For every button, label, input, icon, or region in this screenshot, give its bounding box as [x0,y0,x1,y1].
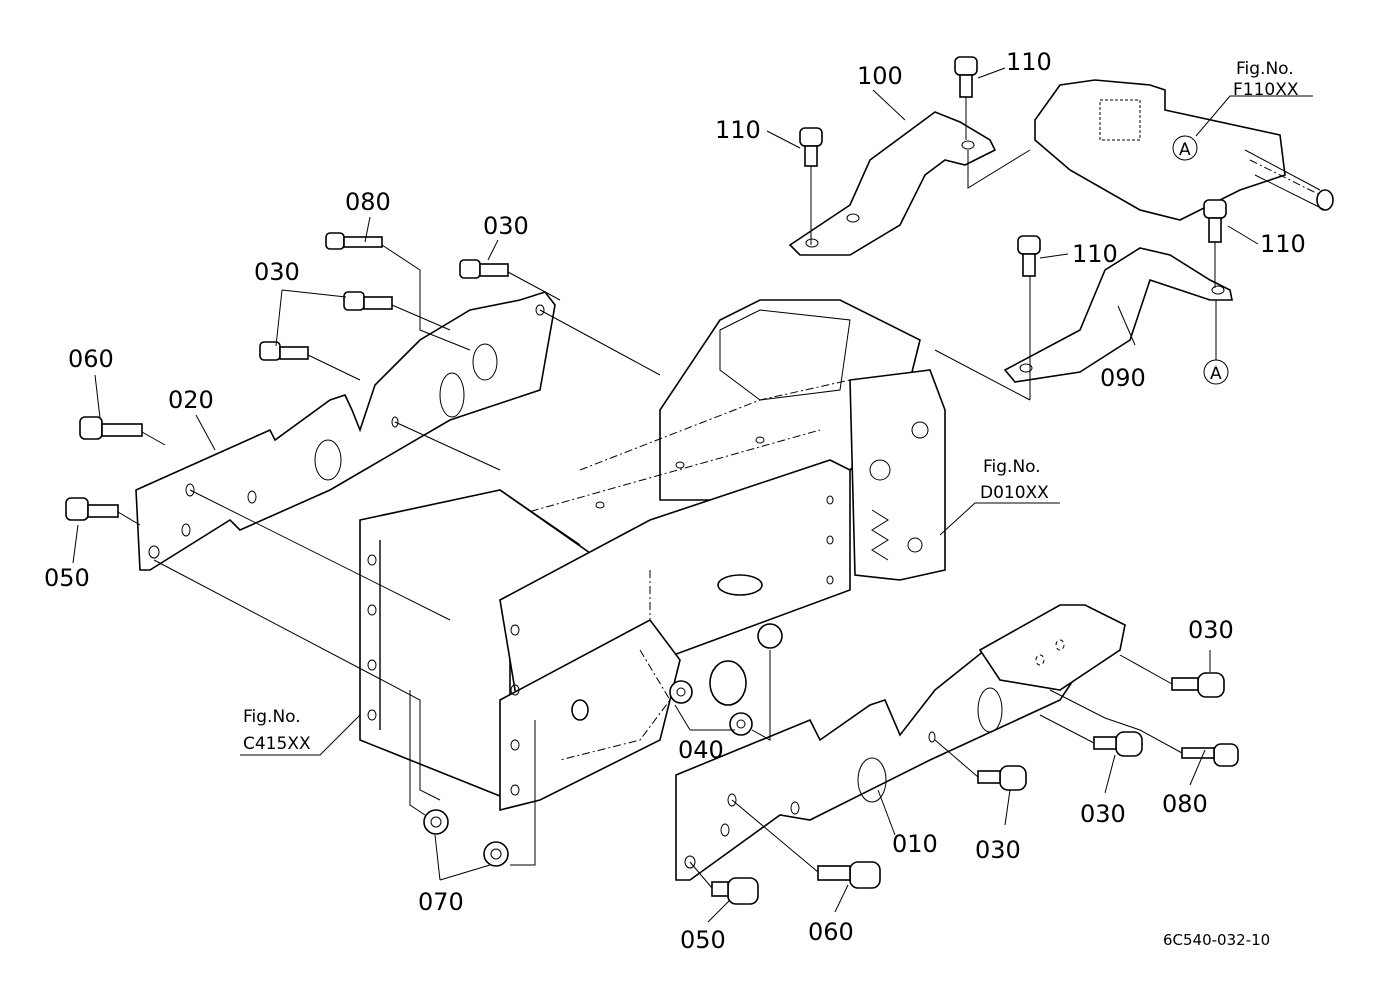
bolt-030-right-3 [977,765,1027,791]
fig-ref-d010: Fig.No. D010XX [980,457,1049,503]
svg-text:D010XX: D010XX [980,483,1049,503]
label-050: 050 [44,564,90,592]
label-020: 020 [168,386,214,414]
label-090: 090 [1100,364,1146,392]
svg-text:F110XX: F110XX [1233,80,1299,100]
frame-holes [367,436,834,796]
bolt-050-left [65,497,119,521]
bolt-110-c [1017,235,1041,277]
bolt-030-right-1 [1171,672,1225,698]
part-labels: 100 110 110 110 110 090 080 030 030 060 … [44,48,1306,954]
bolt-030-left-1 [459,259,509,279]
label-030: 030 [1080,800,1126,828]
label-030: 030 [1188,616,1234,644]
marker-a-label: A [1210,364,1222,384]
fasteners [65,56,1239,905]
bolt-060-right [817,861,881,889]
leader-lines [72,67,1313,923]
label-110: 110 [715,116,761,144]
connection-markers: A A [1179,140,1222,384]
label-030: 030 [254,258,300,286]
drawing-number: 6C540-032-10 [1163,931,1270,949]
label-030: 030 [975,836,1021,864]
bolt-030-left-3 [259,341,309,361]
part-020-plate [135,291,556,571]
bolt-110-a [799,127,823,167]
part-090-bracket [934,247,1233,401]
bolt-050-right [711,877,759,905]
label-040: 040 [678,736,724,764]
label-070: 070 [418,888,464,916]
svg-text:Fig.No.: Fig.No. [983,457,1041,477]
part-010-plate [675,604,1126,881]
bolt-060-left [79,416,143,440]
label-110: 110 [1072,240,1118,268]
label-060: 060 [68,345,114,373]
label-080: 080 [345,188,391,216]
label-110: 110 [1006,48,1052,76]
nut-070-b [483,841,509,867]
label-110: 110 [1260,230,1306,258]
label-050: 050 [680,926,726,954]
label-010: 010 [892,830,938,858]
label-060: 060 [808,918,854,946]
nut-040-a [669,680,693,704]
svg-text:Fig.No.: Fig.No. [243,707,301,727]
nut-040-b [729,712,753,736]
marker-a-top [1172,135,1198,161]
f110-subassembly [1034,79,1334,221]
label-030: 030 [483,212,529,240]
label-080: 080 [1162,790,1208,818]
bolt-080-left [325,232,383,250]
figure-references: Fig.No. F110XX Fig.No. D010XX Fig.No. C4… [243,59,1299,754]
part-100-bracket [788,111,1031,256]
label-100: 100 [857,62,903,90]
fig-ref-c415: Fig.No. C415XX [243,707,311,754]
nut-070-a [423,809,449,835]
svg-text:C415XX: C415XX [243,734,311,754]
svg-text:Fig.No.: Fig.No. [1236,59,1294,79]
bolt-110-b [954,56,978,98]
bolt-080-right [1181,743,1239,767]
bolt-110-d [1203,199,1227,243]
bolt-030-right-2 [1093,731,1143,757]
bolt-030-left-2 [343,291,393,311]
marker-a-label: A [1179,140,1191,160]
fig-ref-f110: Fig.No. F110XX [1233,59,1299,100]
